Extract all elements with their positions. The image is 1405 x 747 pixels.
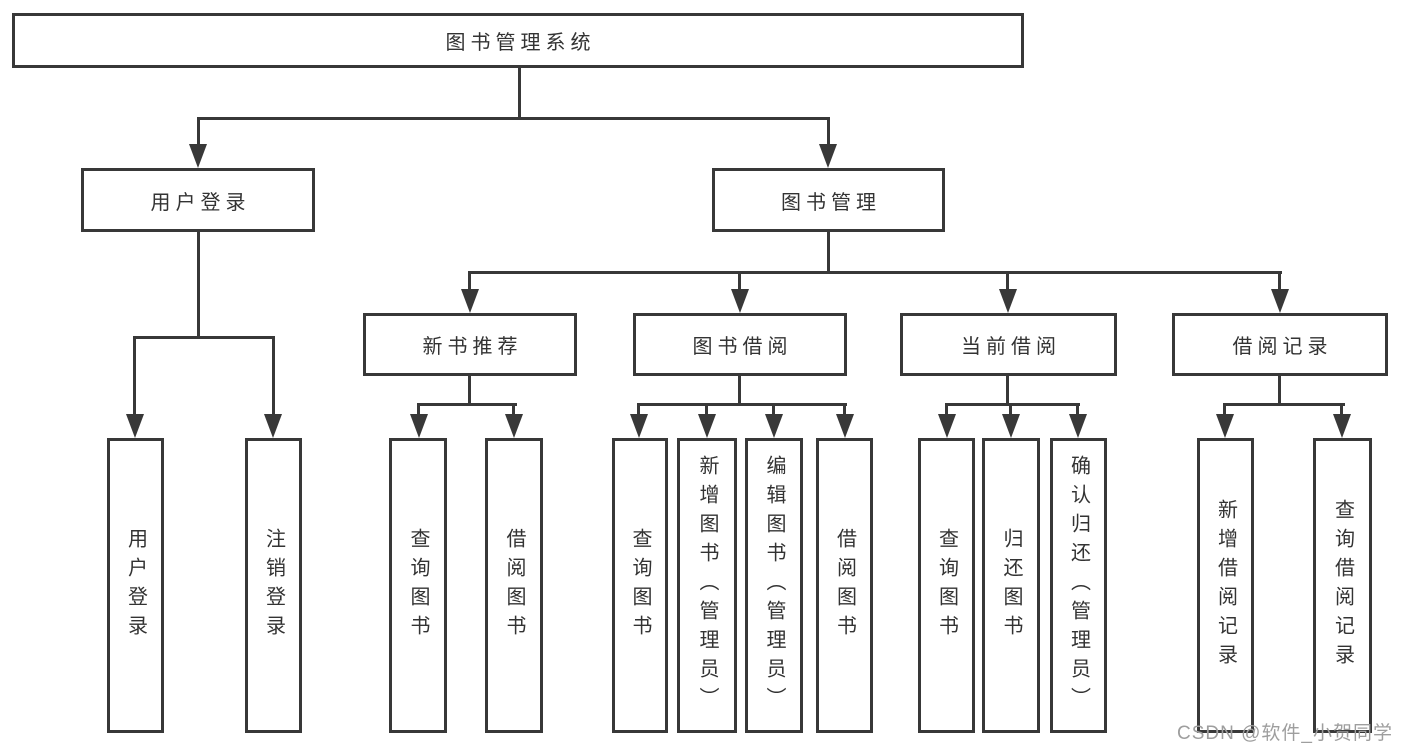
connector-drop-borrow-records: [1278, 271, 1281, 291]
connector-group-rail: [417, 403, 517, 406]
connector-drop: [637, 403, 640, 416]
arrow-down-icon: [731, 289, 749, 313]
leaf-return-books: 归还图书: [982, 438, 1040, 733]
connector-drop: [512, 403, 515, 416]
connector-login-rail: [133, 336, 275, 339]
leaf-query-books-borrow: 查询图书: [612, 438, 668, 733]
connector-drop-book-management: [827, 117, 830, 147]
arrow-down-icon: [461, 289, 479, 313]
leaf-query-books-recommend: 查询图书: [389, 438, 447, 733]
arrow-down-icon: [1271, 289, 1289, 313]
arrow-down-icon: [1216, 414, 1234, 438]
connector-drop: [1223, 403, 1226, 416]
arrow-down-icon: [630, 414, 648, 438]
connector-mgmt-rail: [468, 271, 1282, 274]
connector-drop-new-book: [468, 271, 471, 291]
arrow-down-icon: [126, 414, 144, 438]
arrow-down-icon: [189, 144, 207, 168]
leaf-query-books-current: 查询图书: [918, 438, 975, 733]
connector-drop-leaf-logout: [272, 336, 275, 416]
arrow-down-icon: [1002, 414, 1020, 438]
connector-group-rail: [1223, 403, 1345, 406]
leaf-borrow-books-recommend: 借阅图书: [485, 438, 543, 733]
leaf-borrow-books: 借阅图书: [816, 438, 873, 733]
connector-drop: [705, 403, 708, 416]
connector-drop-leaf-user-login: [133, 336, 136, 416]
connector-group-stem: [738, 376, 741, 406]
connector-drop-book-borrow: [738, 271, 741, 291]
connector-drop-user-login: [197, 117, 200, 147]
arrow-down-icon: [698, 414, 716, 438]
leaf-logout: 注销登录: [245, 438, 302, 733]
arrow-down-icon: [999, 289, 1017, 313]
node-borrow-records: 借阅记录: [1172, 313, 1388, 376]
leaf-query-borrow-record: 查询借阅记录: [1313, 438, 1372, 733]
connector-drop: [843, 403, 846, 416]
node-book-borrow: 图书借阅: [633, 313, 847, 376]
leaf-add-books-admin: 新增图书（管理员）: [677, 438, 737, 733]
connector-root-stem: [518, 67, 521, 120]
node-current-borrow: 当前借阅: [900, 313, 1117, 376]
node-root: 图书管理系统: [12, 13, 1024, 68]
leaf-edit-books-admin: 编辑图书（管理员）: [745, 438, 803, 733]
leaf-add-borrow-record: 新增借阅记录: [1197, 438, 1254, 733]
arrow-down-icon: [819, 144, 837, 168]
connector-drop-current-borrow: [1006, 271, 1009, 291]
connector-group-rail: [945, 403, 1080, 406]
connector-drop: [1076, 403, 1079, 416]
leaf-confirm-return-admin: 确认归还（管理员）: [1050, 438, 1107, 733]
connector-drop: [1009, 403, 1012, 416]
leaf-user-login: 用户登录: [107, 438, 164, 733]
connector-mgmt-stem: [827, 232, 830, 274]
connector-group-stem: [1278, 376, 1281, 406]
connector-group-stem: [468, 376, 471, 406]
connector-group-rail: [637, 403, 847, 406]
arrow-down-icon: [1333, 414, 1351, 438]
node-user-login: 用户登录: [81, 168, 315, 232]
csdn-watermark: CSDN @软件_小贺同学: [1177, 723, 1393, 744]
arrow-down-icon: [505, 414, 523, 438]
arrow-down-icon: [836, 414, 854, 438]
arrow-down-icon: [264, 414, 282, 438]
connector-drop: [417, 403, 420, 416]
node-new-book-recommend: 新书推荐: [363, 313, 577, 376]
connector-group-stem: [1006, 376, 1009, 406]
connector-drop: [772, 403, 775, 416]
connector-drop: [945, 403, 948, 416]
arrow-down-icon: [1069, 414, 1087, 438]
arrow-down-icon: [765, 414, 783, 438]
connector-login-stem: [197, 232, 200, 339]
connector-drop: [1340, 403, 1343, 416]
arrow-down-icon: [410, 414, 428, 438]
node-book-management: 图书管理: [712, 168, 945, 232]
arrow-down-icon: [938, 414, 956, 438]
connector-root-rail: [197, 117, 830, 120]
